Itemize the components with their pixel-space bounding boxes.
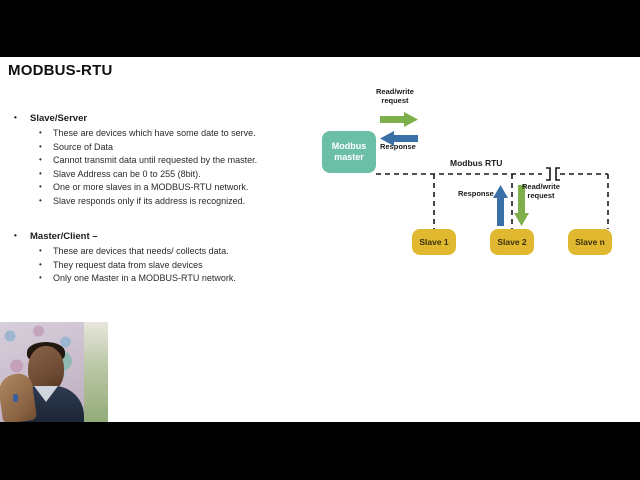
arrow-master-response bbox=[380, 131, 418, 146]
diagram-wiring bbox=[376, 112, 609, 229]
letterbox-bar-bottom bbox=[0, 422, 640, 480]
webcam-presenter-ring bbox=[13, 394, 18, 402]
node-master-line-2: master bbox=[334, 152, 364, 162]
modbus-rtu-diagram: Modbus RTU Read/write request Response R… bbox=[310, 82, 640, 255]
node-slave-2: Slave 2 bbox=[490, 229, 534, 255]
label-slave-response: Response bbox=[458, 189, 494, 198]
presenter-webcam-overlay bbox=[0, 322, 108, 422]
node-slave-n: Slave n bbox=[568, 229, 612, 255]
bus-break-right-bracket bbox=[555, 167, 560, 181]
list-item: These are devices which have some date t… bbox=[0, 126, 310, 141]
bullet-heading-slave: Slave/Server bbox=[0, 111, 310, 125]
label-line-1: Read/write bbox=[522, 182, 560, 191]
label-line-1: Read/write bbox=[376, 87, 414, 96]
list-item: One or more slaves in a MODBUS-RTU netwo… bbox=[0, 180, 310, 195]
label-master-read-write-request: Read/write request bbox=[376, 87, 414, 105]
bullet-heading-master: Master/Client – bbox=[0, 229, 310, 243]
presentation-slide: MODBUS-RTU Slave/Server These are device… bbox=[0, 57, 640, 422]
label-line-2: request bbox=[381, 96, 409, 105]
list-item: Slave Address can be 0 to 255 (8bit). bbox=[0, 167, 310, 182]
page-title: MODBUS-RTU bbox=[8, 62, 113, 79]
label-slave-read-write-request: Read/write request bbox=[522, 182, 560, 200]
node-master-line-1: Modbus bbox=[331, 141, 367, 151]
list-item: These are devices that needs/ collects d… bbox=[0, 244, 310, 259]
node-slave-1: Slave 1 bbox=[412, 229, 456, 255]
list-item: Cannot transmit data until requested by … bbox=[0, 153, 310, 168]
section-spacer bbox=[0, 208, 310, 230]
label-line-2: request bbox=[527, 191, 555, 200]
label-master-response: Response bbox=[380, 142, 416, 151]
list-item: They request data from slave devices bbox=[0, 258, 310, 273]
arrow-master-read-write-request bbox=[380, 112, 418, 127]
letterbox-bar-top bbox=[0, 0, 640, 57]
node-modbus-master: Modbus master bbox=[322, 131, 376, 173]
bus-label: Modbus RTU bbox=[450, 158, 503, 168]
webcam-presenter-head bbox=[28, 346, 64, 392]
list-item: Slave responds only if its address is re… bbox=[0, 194, 310, 209]
webcam-background-door bbox=[84, 322, 108, 422]
list-item: Only one Master in a MODBUS-RTU network. bbox=[0, 271, 310, 286]
arrow-slave-read-write-request bbox=[514, 185, 529, 226]
list-item: Source of Data bbox=[0, 140, 310, 155]
bus-break-left-bracket bbox=[546, 167, 551, 181]
bullet-list: Slave/Server These are devices which hav… bbox=[0, 111, 310, 286]
node-master-text: Modbus master bbox=[332, 141, 367, 163]
arrow-slave-response bbox=[493, 185, 508, 226]
